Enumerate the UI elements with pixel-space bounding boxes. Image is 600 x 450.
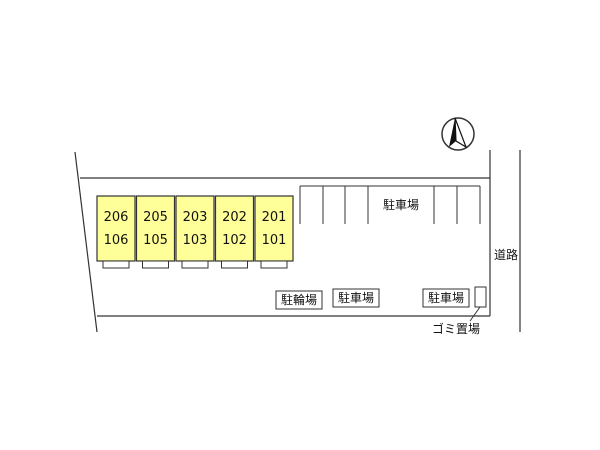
building-unit: 203 103: [175, 195, 215, 269]
north-arrow-icon: [441, 117, 475, 151]
parking-stalls: [299, 185, 481, 224]
unit-step: [181, 260, 209, 269]
unit-block: [254, 195, 294, 262]
parking-center-box: [332, 288, 380, 308]
building-unit: 201 101: [254, 195, 294, 269]
parking-right-box: [422, 288, 470, 308]
building-unit: 202 102: [214, 195, 255, 269]
unit-lower-number: 101: [262, 233, 287, 248]
unit-lower-number: 105: [143, 233, 168, 248]
unit-step: [260, 260, 288, 269]
unit-upper-number: 201: [262, 210, 287, 225]
property-boundary: [74, 150, 491, 333]
unit-step: [142, 260, 169, 269]
unit-step: [221, 260, 248, 269]
unit-upper-number: 203: [183, 210, 208, 225]
unit-lower-number: 103: [183, 233, 208, 248]
unit-block: [96, 195, 136, 262]
garbage-leader-line: [469, 306, 481, 322]
bicycle-parking-box: [275, 290, 323, 310]
parking-center-label: 駐車場: [338, 290, 374, 305]
boundary-left: [74, 151, 98, 333]
unit-lower-number: 102: [222, 233, 247, 248]
road-label: 道路: [494, 247, 518, 262]
building-units: 206 106 205 105 203 103 202 102 201 101: [96, 195, 294, 269]
unit-step: [102, 260, 130, 269]
building-unit: 205 105: [135, 195, 176, 269]
unit-block: [214, 195, 255, 262]
unit-block: [135, 195, 176, 262]
building-unit: 206 106: [96, 195, 136, 269]
bicycle-parking-label: 駐輪場: [281, 292, 317, 307]
unit-lower-number: 106: [104, 233, 129, 248]
unit-upper-number: 206: [104, 210, 129, 225]
parking-right-label: 駐車場: [428, 290, 464, 305]
unit-block: [175, 195, 215, 262]
garbage-area-box: [474, 286, 487, 308]
parking-main-label: 駐車場: [383, 197, 419, 212]
unit-upper-number: 202: [222, 210, 247, 225]
garbage-area-label: ゴミ置場: [432, 321, 480, 336]
unit-upper-number: 205: [143, 210, 168, 225]
parking-main-label-bg: [376, 196, 426, 214]
